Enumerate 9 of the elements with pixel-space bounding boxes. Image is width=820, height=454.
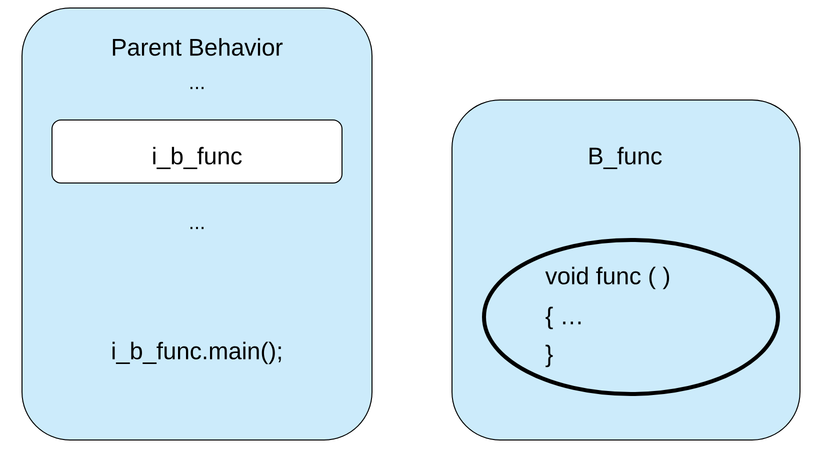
code-line: { … xyxy=(546,306,581,330)
node-text: i_b_func xyxy=(153,146,242,170)
code-line: } xyxy=(546,344,553,368)
node-text: i_b_func.main(); xyxy=(112,342,281,364)
code-line: void func ( ) xyxy=(545,266,670,290)
node-text: ... xyxy=(190,226,204,230)
node-text: B_func xyxy=(590,146,662,170)
node-text: Parent Behavior xyxy=(112,38,283,56)
node-text: ... xyxy=(190,86,204,90)
